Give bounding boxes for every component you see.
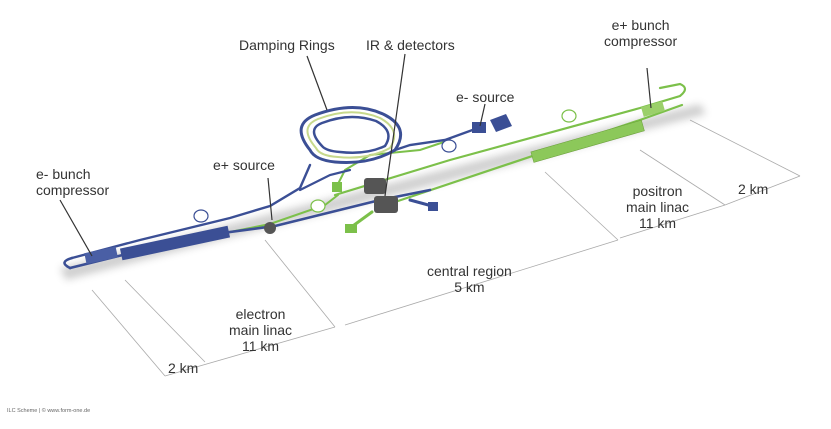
electron-source-gun [472,122,486,133]
e-minus-bunch-compressor-label: e- bunch compressor [36,166,109,198]
damping-rings-label: Damping Rings [239,37,335,53]
particle-markers [193,109,577,223]
ir-detectors-label: IR & detectors [366,37,455,53]
e-minus-bunch-compressor-line2: compressor [36,182,110,198]
electron-marker-dr [441,139,457,153]
e-minus-source-label: e- source [456,89,515,105]
electron-marker-compressor [193,209,209,223]
electron-linac-line3: 11 km [241,338,280,354]
positron-linac-line3: 11 km [638,215,677,231]
positron-linac-line1: positron [632,183,683,199]
electron-main-linac-label: electron main linac 11 km [229,306,292,354]
right-2km-label: 2 km [738,181,769,197]
positron-dump [345,224,357,233]
left-2km-label: 2 km [168,360,199,376]
dimension-lines [91,119,801,377]
positron-marker-linac [561,109,577,123]
electron-source-laser [490,114,512,132]
electron-bunch-compressor-block [84,246,118,264]
damping-rings [299,106,403,164]
e-minus-bunch-compressor-line1: e- bunch [36,166,91,182]
positron-bunch-compressor-block [641,101,665,117]
e-plus-source-label: e+ source [213,157,275,173]
e-plus-bunch-compressor-line1: e+ bunch [611,17,670,33]
leader-lines [59,53,652,257]
central-region-line1: central region [427,263,512,279]
electron-main-linac [119,225,231,261]
positron-main-linac [530,119,645,163]
central-region-line2: 5 km [454,279,485,295]
credit-text: ILC Scheme | © www.form-one.de [7,408,91,414]
positron-source-target [264,222,276,234]
positron-linac-line2: main linac [626,199,690,215]
positron-marker-source [310,199,326,213]
e-plus-bunch-compressor-line2: compressor [604,33,678,49]
electron-linac-line1: electron [235,306,286,322]
ir-detectors [364,178,398,213]
electron-linac-line2: main linac [229,322,293,338]
positron-main-linac-label: positron main linac 11 km [626,183,689,231]
e-plus-bunch-compressor-label: e+ bunch compressor [604,17,677,49]
electron-dump [428,202,438,211]
electron-beamline [63,126,480,270]
positron-dr-transfer-box [332,182,342,192]
central-region-label: central region 5 km [427,263,512,295]
